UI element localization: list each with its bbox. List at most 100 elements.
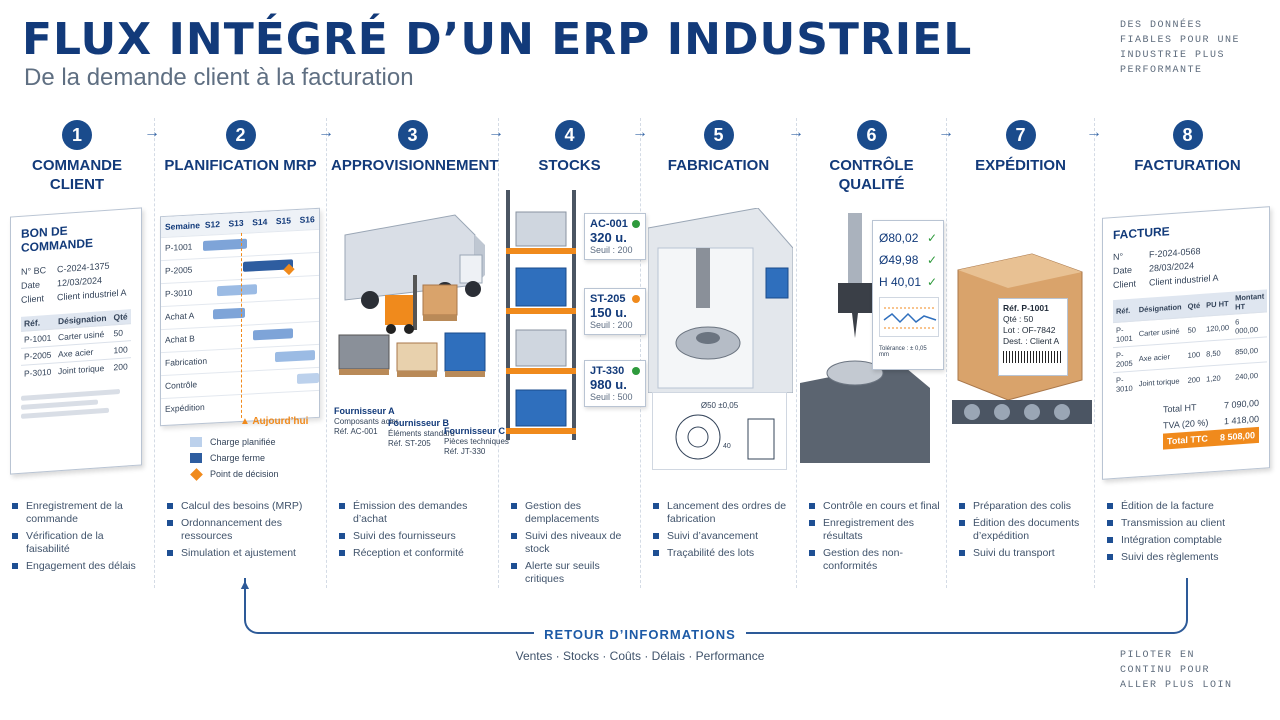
standard-parts-box-icon [396, 342, 438, 377]
barcode-icon [1003, 351, 1063, 363]
page-title: FLUX INTÉGRÉ D’UN ERP INDUSTRIEL [22, 14, 973, 65]
step-title: STOCKS [538, 157, 601, 174]
process-steps: 1 COMMANDE CLIENT Enregistrement de la c… [0, 118, 1280, 588]
legend-item: Point de décision [190, 467, 279, 481]
page-subtitle: De la demande client à la facturation [24, 64, 414, 91]
step-fabrication: 5 FABRICATION Lancement des ordres de fa… [641, 118, 797, 588]
status-ok-icon [632, 367, 640, 375]
truck-and-pallets-illustration [338, 214, 486, 377]
step-title: FABRICATION [667, 157, 770, 174]
step-stocks: 4 STOCKS Gestion des demplacements Suivi… [499, 118, 641, 588]
check-icon: ✓ [926, 275, 937, 289]
list-item: Simulation et ajustement [167, 547, 320, 560]
gantt-bar [253, 328, 293, 341]
step-title: CONTRÔLE QUALITÉ [829, 157, 914, 193]
step-bullets: Édition de la facture Transmission au cl… [1107, 500, 1274, 568]
list-item: Calcul des besoins (MRP) [167, 500, 320, 513]
list-item: Alerte sur seuils critiques [511, 560, 634, 586]
list-item: Lancement des ordres de fabrication [653, 500, 790, 526]
gantt-chart: Semaine S12 S13 S14 S15 S16 P-1001 P-200… [160, 207, 320, 427]
measure-row: Ø49,98✓ [879, 249, 937, 271]
cmm-probe-illustration [800, 213, 930, 463]
step-number: 1 [62, 120, 92, 150]
list-item: Suivi d’avancement [653, 530, 790, 543]
legend-item: Charge planifiée [190, 437, 276, 447]
step-title: EXPÉDITION [975, 157, 1066, 174]
arrow-right-icon: → [488, 124, 504, 141]
arrow-right-icon: → [318, 124, 334, 141]
order-title: BON DE COMMANDE [21, 223, 93, 255]
list-item: Suivi des règlements [1107, 551, 1274, 564]
list-item: Gestion des non-conformités [809, 547, 940, 573]
measurement-panel: Ø80,02✓ Ø49,98✓ H 40,01✓ Tolérance : ± 0… [872, 220, 944, 370]
step-bullets: Enregistrement de la commande Vérificati… [12, 500, 148, 577]
list-item: Intégration comptable [1107, 534, 1274, 547]
list-item: Traçabilité des lots [653, 547, 790, 560]
step-number: 7 [1005, 120, 1036, 150]
list-item: Vérification de la faisabilité [12, 530, 148, 556]
forklift-icon [385, 275, 417, 334]
list-item: Réception et conformité [339, 547, 492, 560]
step-number: 8 [1172, 120, 1203, 150]
invoice-title: FACTURE [1113, 224, 1170, 243]
list-item: Engagement des délais [12, 560, 148, 573]
step-title: FACTURATION [1134, 157, 1241, 174]
arrow-right-icon: → [144, 124, 160, 141]
pallet-boxes-icon [422, 284, 458, 321]
feedback-items: Ventes · Stocks · Coûts · Délais · Perfo… [515, 649, 765, 663]
status-warning-icon [632, 295, 640, 303]
step-title: PLANIFICATION MRP [164, 157, 317, 174]
step-planification: 2 PLANIFICATION MRP Calcul des besoins (… [155, 118, 327, 588]
step-bullets: Préparation des colis Édition des docume… [959, 500, 1088, 564]
step-bullets: Gestion des demplacements Suivi des nive… [511, 500, 634, 590]
step-number: 3 [397, 120, 428, 150]
step-bullets: Lancement des ordres de fabrication Suiv… [653, 500, 790, 564]
step-number: 5 [703, 120, 734, 150]
control-chart-icon [879, 297, 939, 337]
step-title: COMMANDE CLIENT [32, 157, 122, 193]
step-controle: 6 CONTRÔLE QUALITÉ Contrôle en cours et … [797, 118, 947, 588]
list-item: Préparation des colis [959, 500, 1088, 513]
gantt-bar [217, 284, 257, 297]
feedback-title: RETOUR D’INFORMATIONS [0, 627, 1280, 642]
step-number: 2 [225, 120, 256, 150]
status-ok-icon [632, 220, 640, 228]
cnc-machine-illustration [648, 208, 793, 393]
list-item: Enregistrement des résultats [809, 517, 940, 543]
today-label: ▲ Aujourd’hui [240, 416, 309, 427]
step-commande: 1 COMMANDE CLIENT Enregistrement de la c… [0, 118, 155, 588]
measure-row: H 40,01✓ [879, 271, 937, 293]
arrow-right-icon: → [1086, 124, 1102, 141]
today-line [241, 232, 242, 418]
steel-parts-icon [338, 334, 390, 375]
feedback-loop-line [244, 578, 1188, 634]
storage-rack-illustration [506, 190, 576, 440]
list-item: Suivi des fournisseurs [339, 530, 492, 543]
arrow-right-icon: → [632, 124, 648, 141]
gantt-bar [275, 350, 315, 363]
arrow-right-icon: → [938, 124, 954, 141]
list-item: Contrôle en cours et final [809, 500, 940, 513]
tagline-bottom: PILOTER EN CONTINU POUR ALLER PLUS LOIN [1120, 650, 1233, 691]
step-bullets: Contrôle en cours et final Enregistremen… [809, 500, 940, 577]
list-item: Suivi du transport [959, 547, 1088, 560]
arrow-up-icon: ▲ [238, 576, 252, 592]
list-item: Édition de la facture [1107, 500, 1274, 513]
step-bullets: Calcul des besoins (MRP) Ordonnancement … [167, 500, 320, 564]
list-item: Édition des documents d’expédition [959, 517, 1088, 543]
step-title: APPROVISIONNEMENT [331, 157, 499, 174]
step-facturation: 8 FACTURATION Édition de la facture Tran… [1095, 118, 1280, 588]
step-bullets: Émission des demandes d’achat Suivi des … [339, 500, 492, 564]
tagline-top: DES DONNÉES FIABLES POUR UNE INDUSTRIE P… [1120, 20, 1241, 76]
step-number: 4 [554, 120, 585, 150]
legend-item: Charge ferme [190, 453, 265, 463]
arrow-right-icon: → [788, 124, 804, 141]
technical-drawing: Ø50 ±0,05 40 [652, 392, 787, 470]
